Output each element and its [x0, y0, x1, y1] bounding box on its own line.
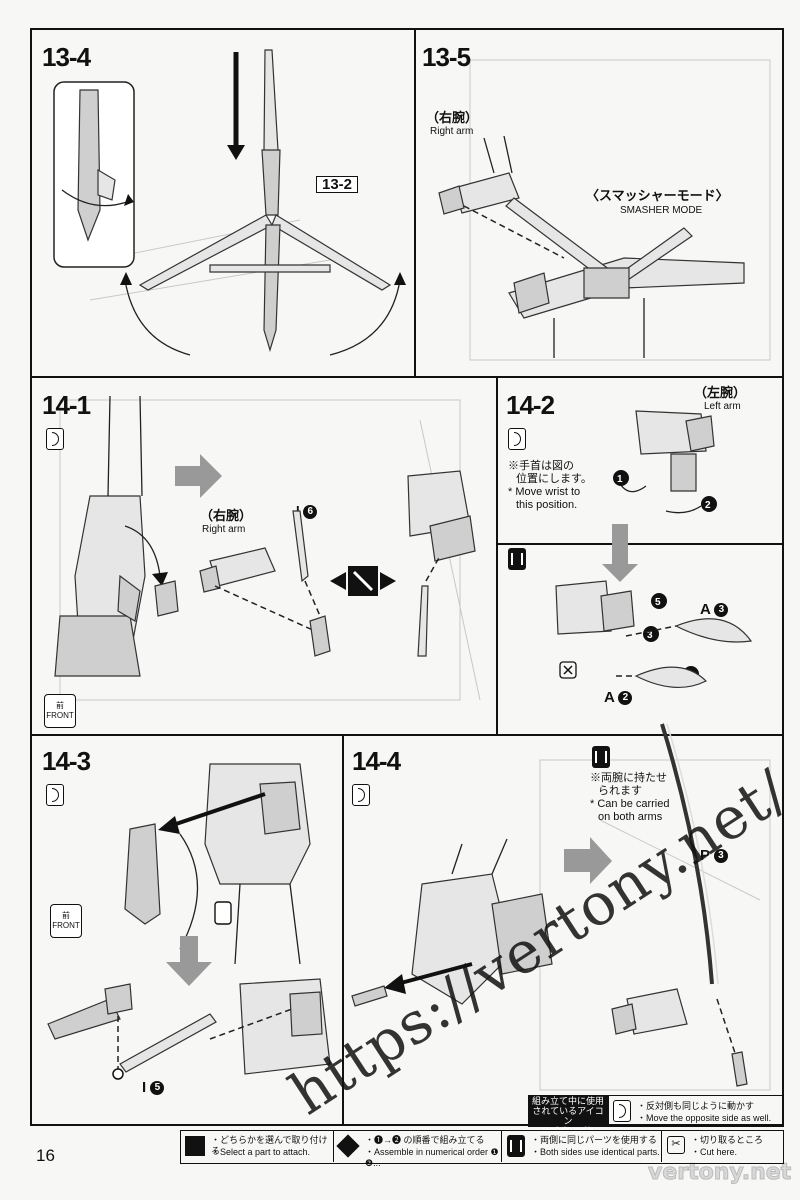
legend-both-jp: ・両側に同じパーツを使用する	[531, 1135, 657, 1145]
front-badge: 前 FRONT	[44, 694, 76, 728]
front-badge-en: FRONT	[52, 921, 80, 930]
14-2-note-jp-2: 位置にします。	[516, 473, 592, 485]
14-4-note-jp-2: られます	[598, 785, 642, 797]
legend-cell-select: ・どちらかを選んで取り付ける ・Select a part to attach.	[181, 1131, 334, 1162]
14-1-illustration	[54, 395, 476, 677]
step-label-14-1: 14-1	[42, 390, 91, 420]
14-4-note: ※両腕に持たせ られます * Can be carried on both ar…	[590, 772, 700, 824]
legend-title-box: 組み立て中に使用 されているアイコン Symbols used in instr…	[528, 1095, 608, 1144]
14-3-illustration	[47, 763, 331, 1080]
14-2-note-en-2: this position.	[516, 499, 578, 511]
legend-select-jp: ・どちらかを選んで取り付ける	[211, 1135, 328, 1156]
step-label-14-3: 14-3	[42, 746, 91, 776]
flip-icon	[46, 784, 64, 806]
legend-flip-jp: ・反対側も同じように動かす	[637, 1101, 755, 1111]
legend-title-jp-1: 組み立て中に使用	[531, 1096, 604, 1106]
14-2-num-5: 5	[655, 597, 661, 608]
legend-flip-en: ・Move the opposite side as well.	[637, 1113, 772, 1123]
legend-cut-jp: ・切り取るところ	[691, 1135, 764, 1145]
14-1-arm-label-en: Right arm	[202, 524, 246, 535]
legend-title-jp-2: されているアイコン	[532, 1106, 604, 1126]
step-label-14-4: 14-4	[352, 746, 401, 776]
13-5-arm-label-en: Right arm	[430, 126, 474, 137]
numbered-order-icon	[336, 1134, 360, 1158]
14-4-note-en-2: on both arms	[598, 811, 663, 823]
14-2-part-a3-number: 3	[714, 603, 729, 618]
14-1-part-number: 6	[303, 504, 318, 519]
flip-icon	[352, 784, 370, 806]
14-2-note: ※手首は図の 位置にします。 * Move wrist to this posi…	[508, 460, 608, 512]
front-badge-jp: 前	[62, 911, 70, 920]
13-5-illustration	[438, 135, 745, 358]
14-3-part-number: 5	[150, 1081, 165, 1096]
14-2-part-a2: A 2	[604, 689, 633, 706]
legend-row-flip: ・反対側も同じように動かす ・Move the opposite side as…	[608, 1095, 784, 1127]
legend-both-en: ・Both sides use identical parts.	[531, 1147, 660, 1157]
cut-here-icon: ✂	[667, 1136, 685, 1154]
14-2-note-jp-1: ※手首は図の	[508, 460, 574, 472]
flip-icon	[46, 428, 64, 450]
14-3-part-letter: I	[142, 1079, 147, 1096]
14-1-arm-label-jp: （右腕）	[200, 508, 253, 523]
legend-select-en: ・Select a part to attach.	[211, 1147, 311, 1157]
14-2-num-3: 3	[647, 630, 653, 641]
14-2-part-a2-letter: A	[604, 689, 615, 706]
14-4-part-letter: P	[700, 847, 710, 864]
14-4-illustration	[351, 723, 748, 1087]
14-4-part-number: 3	[713, 849, 728, 864]
legend-cut-en: ・Cut here.	[691, 1147, 738, 1157]
both-sides-icon	[507, 1135, 525, 1157]
14-2-part-a3-letter: A	[700, 601, 711, 618]
legend-cell-cut: ✂ ・切り取るところ ・Cut here.	[661, 1131, 782, 1162]
14-2-arm-label-en: Left arm	[704, 401, 741, 412]
legend-footer: ・どちらかを選んで取り付ける ・Select a part to attach.…	[180, 1130, 784, 1168]
page-number: 16	[36, 1146, 55, 1165]
select-part-icon	[185, 1136, 205, 1156]
step-ref-13-2: 13-2	[316, 176, 359, 193]
legend-order-jp: ・❶→❷ の順番で組み立てる	[365, 1135, 485, 1145]
legend-cell-both-sides: ・両側に同じパーツを使用する ・Both sides use identical…	[501, 1131, 662, 1162]
legend-order-en: ・Assemble in numerical order ❶ ❷...	[365, 1147, 499, 1168]
front-badge: 前 FRONT	[50, 904, 82, 938]
14-4-part-ref: P 3	[700, 847, 728, 864]
14-2-note-en-1: * Move wrist to	[508, 486, 581, 498]
14-2-illustration: 1 2 5 3 4	[496, 410, 784, 689]
14-2-arm-label-jp: （左腕）	[694, 385, 747, 400]
13-5-arm-label-jp: （右腕）	[426, 110, 479, 125]
step-label-13-4: 13-4	[42, 42, 91, 72]
front-badge-jp: 前	[56, 701, 64, 710]
14-4-note-en-1: * Can be carried	[590, 798, 670, 810]
front-badge-en: FRONT	[46, 711, 74, 720]
13-4-illustration	[53, 49, 406, 356]
13-5-mode-label-en: SMASHER MODE	[620, 205, 703, 216]
flip-icon	[613, 1100, 631, 1122]
flip-icon	[508, 428, 526, 450]
13-5-mode-label-jp: 〈スマッシャーモード〉	[586, 188, 729, 203]
step-label-13-5: 13-5	[422, 42, 471, 72]
step-ref-13-2-label: 13-2	[322, 176, 353, 193]
both-sides-icon	[508, 548, 526, 570]
legend-cell-order: ・❶→❷ の順番で組み立てる ・Assemble in numerical or…	[333, 1131, 502, 1168]
step-label-14-2: 14-2	[506, 390, 555, 420]
both-sides-icon	[592, 746, 610, 768]
14-4-note-jp-1: ※両腕に持たせ	[590, 772, 667, 784]
14-2-num-2: 2	[705, 500, 711, 511]
14-2-part-a2-number: 2	[618, 691, 633, 706]
14-2-part-a3: A 3	[700, 601, 729, 618]
14-3-part-ref: I 5	[142, 1079, 165, 1096]
14-2-num-1: 1	[617, 474, 623, 485]
